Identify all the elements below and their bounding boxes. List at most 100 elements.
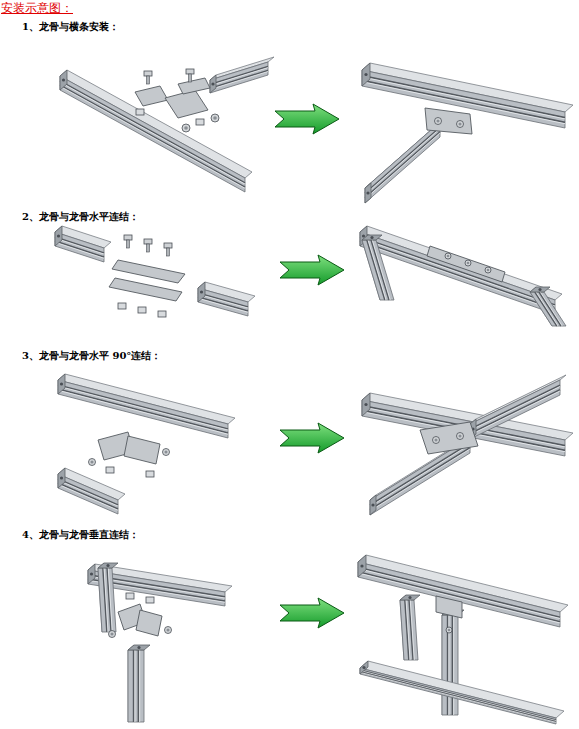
bolt [109,631,116,638]
rail-slot [360,672,556,722]
section-heading: 4、龙骨与龙骨垂直连结： [22,528,139,542]
bolt [446,627,452,633]
rail-slot-edge [210,71,268,89]
rail-slot-edge [410,600,414,660]
bolt-shank [167,248,170,256]
rail-end [362,235,382,240]
rail-slot-edge [210,68,268,86]
rail-slot [371,240,389,300]
profile-rail [210,57,274,93]
rail-core [371,503,374,506]
bracket-plate [425,108,472,134]
rail-slot-edge [370,449,470,511]
rail-end [365,183,371,203]
profile-rail [358,555,568,627]
bracket-plate [178,78,210,94]
rail-slot-edge [358,568,560,618]
rail-slot-edge [108,568,112,632]
slot-nut [146,597,154,603]
rail-core [211,82,214,85]
profile-rail [470,375,566,439]
rail-slot [360,237,555,305]
rail-face [470,380,560,439]
rail-slot [360,670,556,720]
bolt-head [213,116,217,120]
rail-end [400,595,420,600]
bolt [435,118,442,125]
rail-core [200,290,203,293]
rail-slot-edge [198,294,248,308]
rail-slot [539,292,561,326]
rail-slot-edge [60,86,245,188]
rail-end [210,75,216,93]
rail-end [60,70,67,90]
rail-end [198,282,205,302]
rail-slot [358,567,560,617]
slot-nut [146,471,154,477]
rail-slot [133,650,135,722]
bolt-head [110,632,113,635]
rail-slot-edge [448,615,449,715]
green-arrow [275,104,339,134]
green-arrow [280,255,344,285]
rail-face [400,600,418,660]
rail-end [98,563,118,568]
rail-core [362,234,365,237]
rail-slot-edge [139,650,140,722]
bracket-plate [109,278,182,301]
rail-face [442,615,458,715]
rail-slot-edge [536,292,558,326]
bracket-plate [135,86,168,106]
slot-nut [196,119,204,125]
profile-rail [362,235,394,300]
page-title: 安装示意图： [1,0,73,17]
rail-end [358,555,366,577]
rail-core [90,572,93,575]
green-arrow [280,598,344,628]
rail-slot-edge [58,480,118,506]
rail-slot-edge [360,672,556,722]
rail-slot-edge [365,133,440,199]
rail-slot-edge [358,573,560,623]
rail-face [58,380,228,438]
rail-slot-edge [134,650,135,722]
profile-rail [58,374,235,438]
rail-slot-edge [372,240,390,300]
rail-face [362,240,394,300]
bolt-head [164,243,172,248]
bolt-head [90,460,93,463]
rail-face [58,474,118,514]
rail-core [366,191,369,194]
rail-slot-edge [362,77,565,119]
rail-slot-edge [198,298,248,312]
section-heading: 3、龙骨与龙骨水平 90°连结： [22,349,161,363]
rail-end [88,564,95,584]
bolt-head [124,235,132,240]
rail-face [60,76,245,192]
bolt-shank [127,240,130,248]
bracket-plate [436,596,462,618]
rail-face [362,400,565,456]
rail-slot [55,241,104,257]
rail-slot-edge [470,391,560,435]
rail-slot-edge [368,240,386,300]
rail-core [538,288,541,291]
rail-face [360,232,555,314]
rail-core [137,646,140,649]
slot-nut [106,467,114,473]
rail-slot-edge [58,386,228,430]
rail-slot-edge [58,390,228,434]
bracket-plate [136,610,162,636]
rail-face [358,562,560,627]
bolt-head [186,69,194,74]
profile-rail [530,287,566,326]
rail-end [530,287,550,292]
profile-rail [198,282,255,316]
bolt-head [144,239,152,244]
rail-slot [370,448,470,510]
bolt-head [467,262,470,265]
rail-core [360,564,363,567]
rail-top [360,661,564,718]
rail-slot-edge [360,671,556,721]
